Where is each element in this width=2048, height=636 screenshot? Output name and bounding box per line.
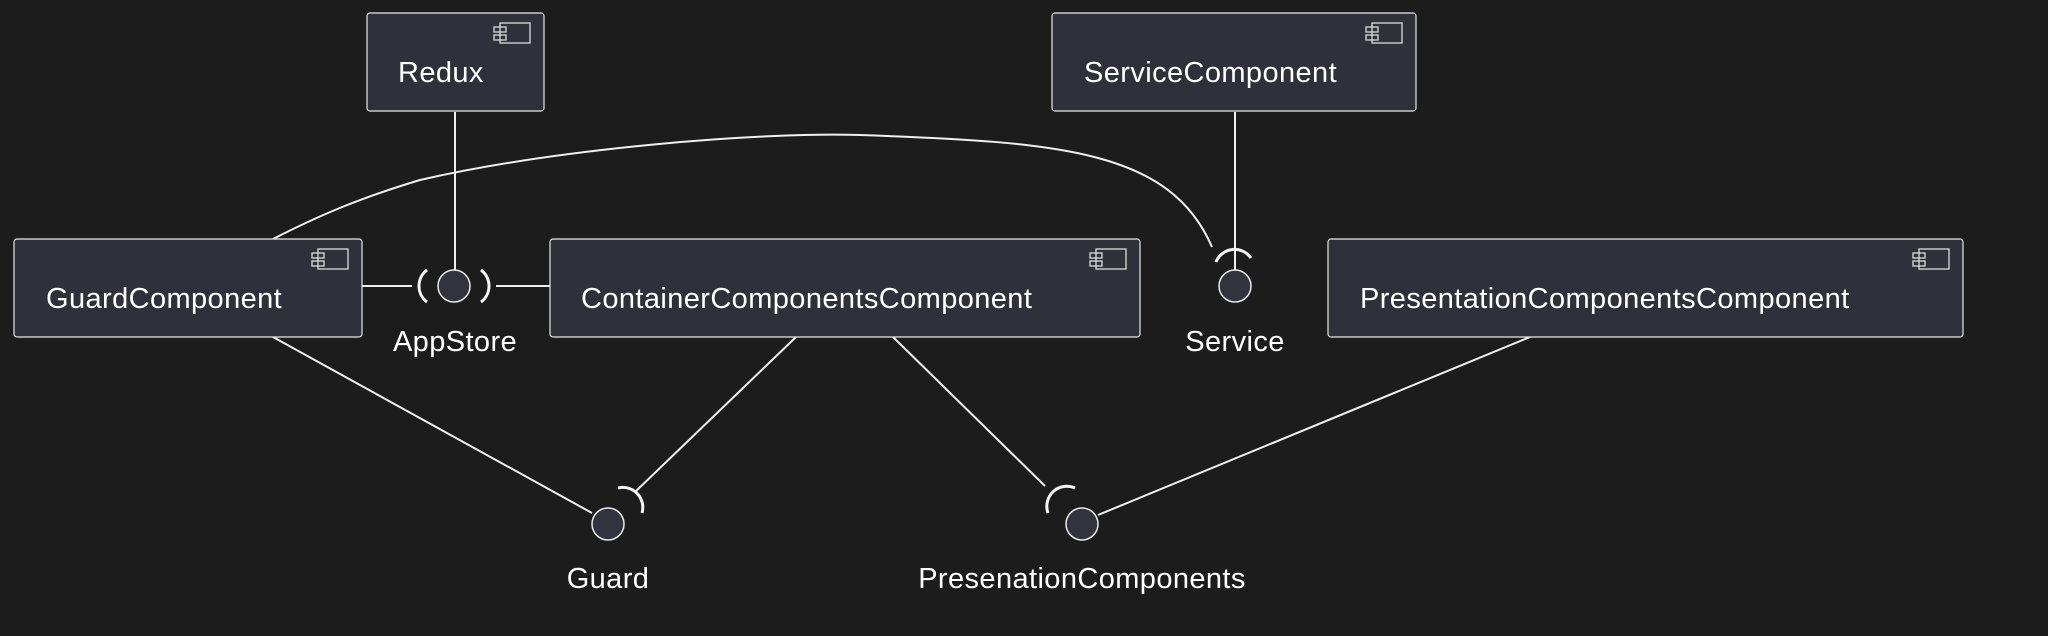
interface-app-store[interactable]: AppStore <box>393 269 517 358</box>
interface-label: Guard <box>567 563 650 595</box>
edge-presentationcomponents-presenationcomponents <box>1097 336 1531 516</box>
component-presentation-components-component[interactable]: PresentationComponentsComponent <box>1327 238 1964 338</box>
interface-label: Service <box>1185 326 1285 358</box>
interface-label: PresenationComponents <box>918 563 1246 595</box>
service-socket <box>1214 247 1253 263</box>
edge-guardcomponent-service <box>272 133 1213 248</box>
component-guard-component[interactable]: GuardComponent <box>13 238 363 338</box>
sockets <box>417 247 1253 514</box>
interface-circle <box>1218 269 1252 303</box>
interface-guard[interactable]: Guard <box>567 507 650 595</box>
interface-circle <box>437 269 471 303</box>
component-icon <box>1089 248 1127 270</box>
interface-label: AppStore <box>393 326 517 358</box>
component-label: ContainerComponentsComponent <box>581 283 1032 315</box>
edge-containercomponents-guard <box>634 336 797 493</box>
component-label: PresentationComponentsComponent <box>1360 283 1850 315</box>
component-label: GuardComponent <box>46 283 282 315</box>
component-service-component[interactable]: ServiceComponent <box>1051 12 1417 112</box>
component-label: Redux <box>398 57 484 89</box>
appstore-socket-left <box>417 268 428 304</box>
edge-containercomponents-presenationcomponents <box>892 336 1046 487</box>
presenation-components-socket <box>1045 484 1076 514</box>
component-label: ServiceComponent <box>1084 57 1337 89</box>
edge-guardcomponent-guard <box>272 336 593 514</box>
interface-circle <box>1065 507 1099 541</box>
component-redux[interactable]: Redux <box>366 12 545 112</box>
edges <box>272 112 1531 516</box>
component-icon <box>1365 22 1403 44</box>
guard-socket <box>617 485 645 514</box>
interface-presenation-components[interactable]: PresenationComponents <box>918 507 1246 595</box>
appstore-socket-right <box>480 268 491 304</box>
component-icon <box>311 248 349 270</box>
component-icon <box>1912 248 1950 270</box>
component-icon <box>493 22 531 44</box>
component-container-components-component[interactable]: ContainerComponentsComponent <box>549 238 1141 338</box>
interface-service[interactable]: Service <box>1185 269 1285 358</box>
interface-circle <box>591 507 625 541</box>
